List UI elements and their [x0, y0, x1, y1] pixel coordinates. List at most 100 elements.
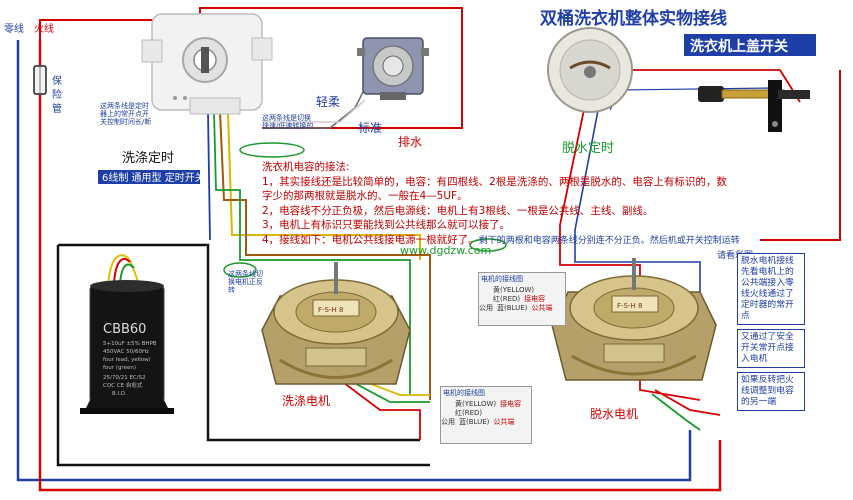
- neutral-wire: [16, 40, 692, 482]
- legend-blue: 蓝(BLUE): [497, 303, 528, 312]
- legend-common: 公用: [479, 303, 493, 312]
- wash-harness-green: [213, 111, 411, 395]
- spin-motor-wire-green: [651, 393, 701, 431]
- spin-motor-side-notes: 脱水电机接线先看电机上的公共端接入零线火线通过了定时器的常开点 又通过了安全开关…: [737, 253, 805, 415]
- legend-common: 公用: [441, 417, 455, 426]
- wash-harness-brown: [219, 111, 431, 400]
- legend-red: 红(RED): [455, 408, 483, 417]
- note-2: 2，电容线不分正负极，然后电源线：电机上有3根线、一根是公共线、主线、副线。: [262, 204, 654, 217]
- wash-switch-note: 这两条线是切换 快速/低速转换的: [262, 114, 342, 130]
- capacitor-spec-6: CQC CE 自愈式: [103, 381, 143, 389]
- selector-wires: [262, 87, 366, 129]
- lid-switch-title-box: [684, 34, 816, 56]
- hint-ellipse-motor: [223, 262, 257, 278]
- spin-wire-red: [559, 99, 701, 401]
- note-4-tail-2: 请看彩图。: [262, 249, 802, 264]
- note-3: 3，电机上有标识只要能找到公共线那么就可以接了。: [262, 219, 511, 232]
- website-label: www.dgdzw.com: [400, 244, 491, 257]
- wash-harness-blue: [207, 111, 211, 241]
- wash-motor-wire-red: [339, 379, 421, 440]
- motor-reverse-note: 这两条线切 换电机正反 转: [228, 270, 280, 294]
- wash-timer-note: 这两条线是定时 器上的常开点开 关控制时间长/断: [100, 102, 186, 126]
- legend-row-blue: 公用蓝(BLUE)公共端: [441, 417, 531, 426]
- cap-black-wire: [56, 245, 430, 467]
- note-1-cont: 字少的那两根就是脱水的、一般在4—5UF。: [262, 190, 468, 203]
- lid-switch: [698, 80, 810, 132]
- wash-motor-graphic: [261, 262, 411, 385]
- legend-row-red: 红(RED)接电容: [479, 294, 565, 303]
- live-label: 火线: [34, 22, 54, 35]
- motor-reverse-note-line: 这两条线切: [228, 270, 263, 278]
- wash-timer-label: 洗涤定时: [122, 151, 174, 166]
- legend-title: 电机的接线图: [481, 275, 523, 283]
- hint-ellipse-wash: [239, 142, 305, 158]
- capacitor-spec-2: 450VAC 50/60Hz: [103, 349, 149, 355]
- drain-label: 排水: [398, 135, 422, 149]
- spin-motor-wire-red: [654, 389, 721, 416]
- capacitor-spec-3: four lead, yellow/: [103, 357, 151, 363]
- wash-timer-badge: 6线制 通用型 定时开关: [102, 171, 205, 184]
- legend-yellow: 黄(YELLOW): [455, 399, 497, 408]
- capacitor-model: CBB60: [103, 322, 146, 337]
- live-wire-upper: [39, 19, 180, 40]
- cap-black-wire-top: [58, 243, 420, 442]
- notes-heading: 洗衣机电容的接法:: [262, 161, 350, 173]
- capacitor-spec-1: 5+10uF ±5% BHPB: [103, 341, 157, 347]
- mode-standard-label: 标准: [358, 121, 382, 135]
- spin-timer: [547, 27, 633, 113]
- lid-switch-title: 洗衣机上盖开关: [690, 38, 788, 55]
- legend-title: 电机的接线图: [443, 389, 485, 397]
- mode-gentle-label: 轻柔: [316, 95, 340, 109]
- side-note-3: 如果反转把火线调整到电容的另一端: [737, 372, 805, 411]
- fuse-label-1: 保: [52, 74, 62, 87]
- legend-common-end: 公共端: [531, 303, 553, 312]
- legend-red: 红(RED): [493, 294, 521, 303]
- legend-common-end: 公共端: [493, 417, 515, 426]
- note-1: 1，其实接线还是比较简单的，电容：有四根线、2根是洗涤的、两根是脱水的、电容上有…: [262, 175, 727, 188]
- selector-switch: [357, 37, 429, 100]
- legend-row-yellow: 黄(YELLOW): [479, 285, 565, 294]
- legend-cap-label: 接电容: [500, 399, 522, 408]
- instruction-notes: 洗衣机电容的接法: 1，其实接线还是比较简单的，电容：有四根线、2根是洗涤的、两…: [262, 160, 802, 263]
- spin-motor-label: 脱水电机: [590, 406, 638, 421]
- legend-row-blue: 公用蓝(BLUE)公共端: [479, 303, 565, 312]
- spin-timer-label: 脱水定时: [562, 141, 614, 156]
- spin-motor-graphic: [551, 258, 717, 381]
- legend-cap-label: 接电容: [524, 294, 546, 303]
- spin-motor-plate: F-S-H 8: [617, 302, 642, 310]
- hint-ellipse-spin: [469, 238, 507, 252]
- legend-blue: 蓝(BLUE): [459, 417, 490, 426]
- note-4-text: 4，接线如下：电机公共线接电源一根就好了。: [262, 233, 479, 246]
- fuse-label-3: 管: [52, 102, 62, 115]
- wash-timer-badge-box: [98, 170, 200, 184]
- selector-wire-white: [262, 99, 366, 123]
- fuse-label-2: 险: [52, 88, 62, 101]
- top-red-loop: [199, 7, 463, 129]
- capacitor-spec-7: B.I.D.: [112, 391, 127, 397]
- wash-timer: [141, 13, 273, 115]
- cap-lead-red: [113, 258, 131, 286]
- wash-switch-note-line: 快速/低速转换的: [262, 122, 314, 130]
- note-4: 4，接线如下：电机公共线接电源一根就好了。剩下的两根和电容两条线分别连不分正负。…: [262, 233, 802, 249]
- legend-yellow: 黄(YELLOW): [493, 285, 535, 294]
- wash-motor-plate: F-S-H 8: [318, 306, 343, 314]
- capacitor-spec-4: four (green): [103, 365, 136, 371]
- motor-reverse-note-line: 换电机正反: [228, 278, 263, 286]
- wash-motor-label: 洗涤电机: [282, 394, 330, 408]
- capacitor-spec-5: 25/70/21 EC/S2: [103, 375, 146, 381]
- wash-timer-note-line: 关控制时间长/断: [100, 118, 152, 126]
- motor-reverse-note-line: 转: [228, 286, 235, 294]
- wash-motor-legend: 电机的接线图 黄(YELLOW)接电容 红(RED) 公用蓝(BLUE)公共端: [440, 386, 532, 444]
- side-note-1: 脱水电机接线先看电机上的公共端接入零线火线通过了定时器的常开点: [737, 253, 805, 325]
- wash-motor-wire-green: [344, 377, 430, 403]
- spin-motor-legend: 电机的接线图 黄(YELLOW) 红(RED)接电容 公用蓝(BLUE)公共端: [478, 272, 566, 326]
- wash-timer-note-line: 这两条线是定时: [100, 102, 149, 110]
- side-note-2: 又通过了安全开关常开点接入电机: [737, 329, 805, 368]
- wash-switch-note-line: 这两条线是切换: [262, 114, 311, 122]
- neutral-label: 零线: [4, 22, 24, 35]
- page-title: 双桶洗衣机整体实物接线: [540, 8, 727, 29]
- note-4-tail: 剩下的两根和电容两条线分别连不分正负。然后机或开关控制运转: [478, 235, 740, 246]
- right-red-loop: [760, 70, 841, 241]
